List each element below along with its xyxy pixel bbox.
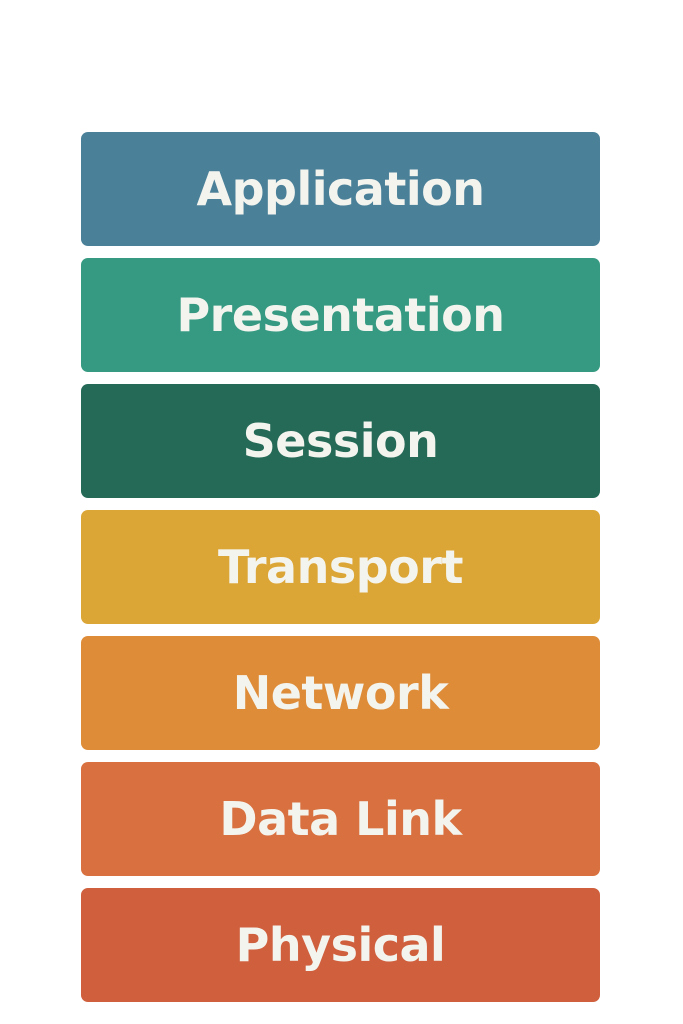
layer-label: Presentation bbox=[176, 288, 505, 342]
layer-label: Application bbox=[196, 162, 485, 216]
layer-label: Data Link bbox=[219, 792, 462, 846]
layer-presentation: Presentation bbox=[81, 258, 600, 372]
layer-physical: Physical bbox=[81, 888, 600, 1002]
layer-session: Session bbox=[81, 384, 600, 498]
layer-stack: Application Presentation Session Transpo… bbox=[81, 132, 600, 1002]
layer-label: Session bbox=[242, 414, 439, 468]
layer-label: Transport bbox=[218, 540, 463, 594]
layer-transport: Transport bbox=[81, 510, 600, 624]
layer-network: Network bbox=[81, 636, 600, 750]
layer-label: Physical bbox=[235, 918, 446, 972]
layer-label: Network bbox=[232, 666, 449, 720]
layer-data-link: Data Link bbox=[81, 762, 600, 876]
layer-application: Application bbox=[81, 132, 600, 246]
